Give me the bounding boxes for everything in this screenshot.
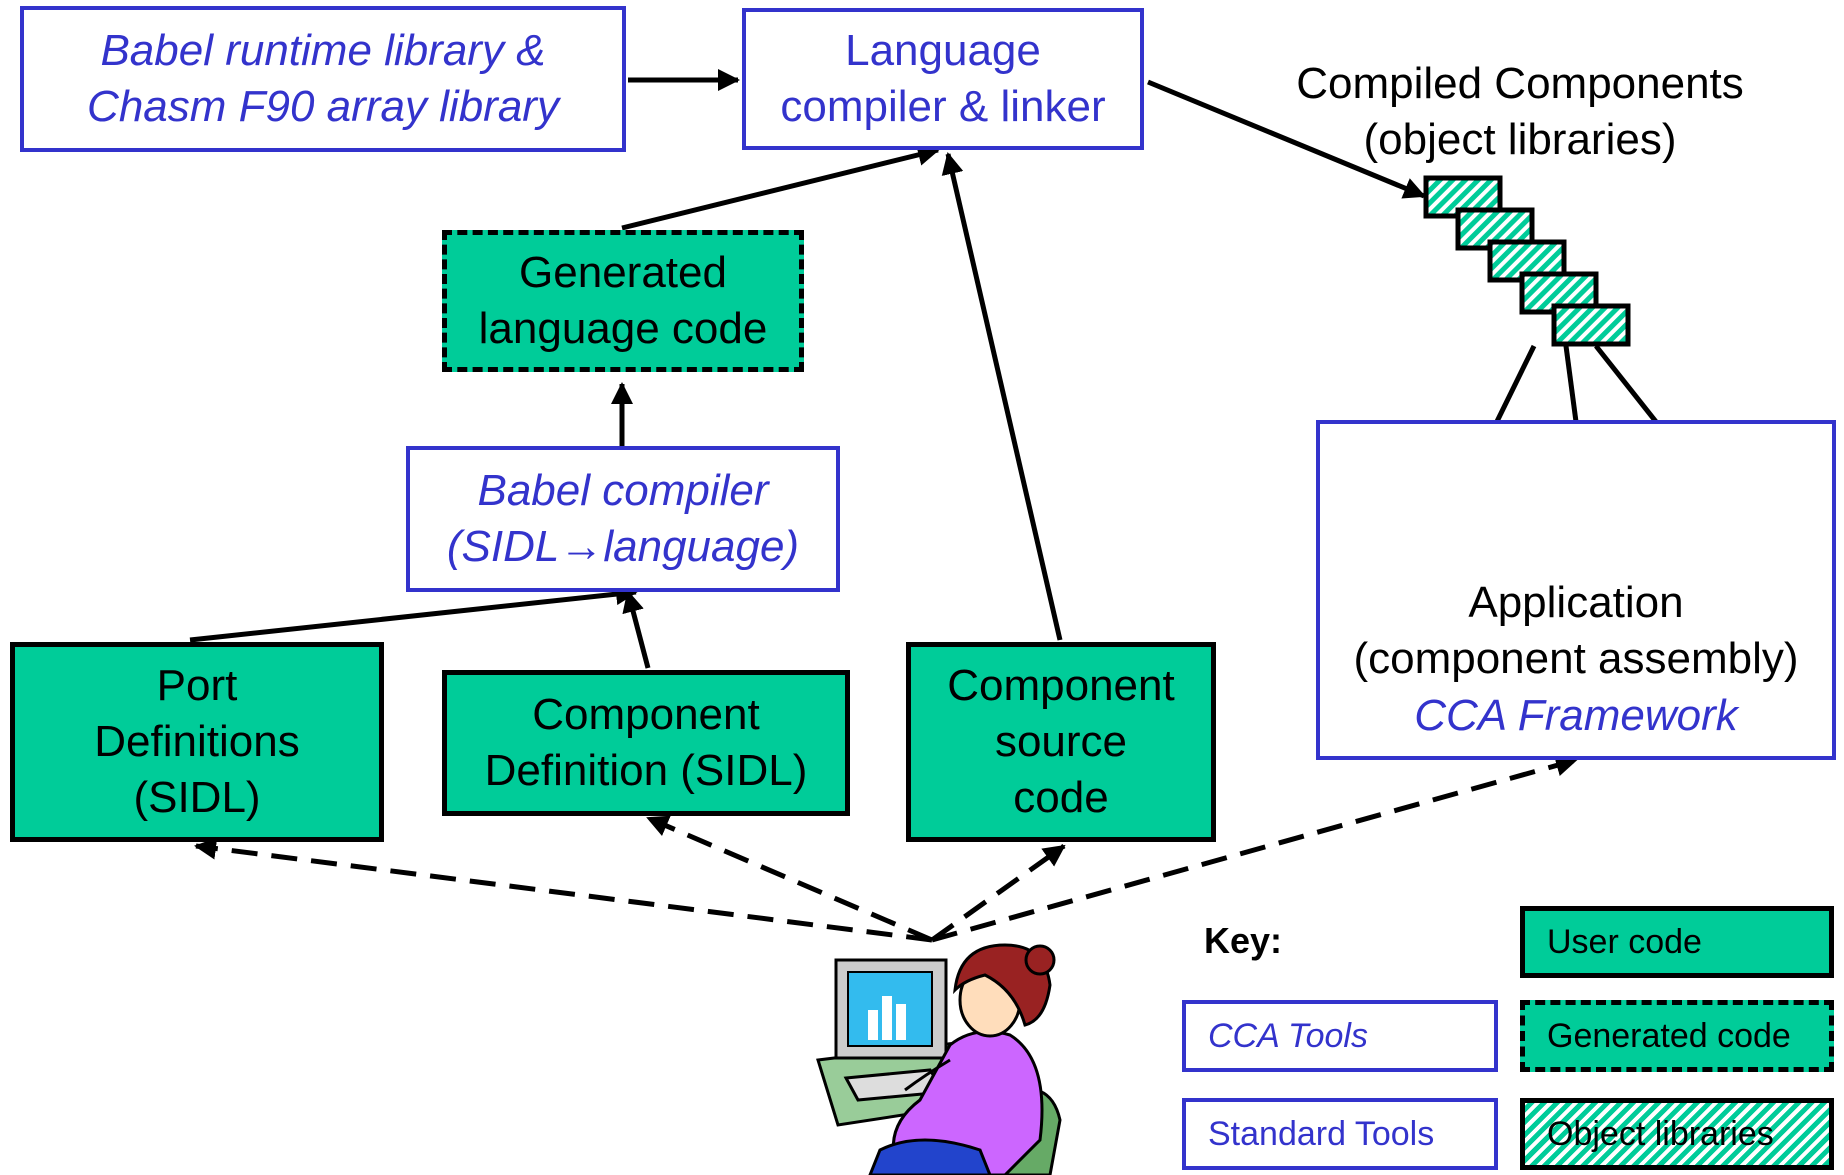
- key-generated-code: Generated code: [1520, 1000, 1834, 1072]
- component-source-line3: code: [1013, 773, 1109, 823]
- port-definitions-box: Port Definitions (SIDL): [10, 642, 384, 842]
- arrow-source-to-compiler: [941, 152, 1063, 641]
- babel-runtime-line1: Babel runtime library &: [100, 25, 546, 75]
- key-title: Key:: [1204, 920, 1283, 961]
- dashed-arrow-to-compdef: [646, 815, 933, 943]
- arrow-port-to-babel: [189, 583, 638, 643]
- key-cca-tools: CCA Tools: [1182, 1000, 1498, 1072]
- key-standard-tools: Standard Tools: [1182, 1098, 1498, 1170]
- component-source-code-box: Component source code: [906, 642, 1216, 842]
- language-compiler-line2: compiler & linker: [780, 82, 1106, 131]
- language-compiler-box: Language compiler & linker: [742, 8, 1144, 150]
- port-definitions-line2: Definitions: [94, 716, 300, 766]
- generated-code-line2: language code: [478, 304, 768, 353]
- compiled-components-line1: Compiled Components: [1296, 59, 1744, 108]
- application-line2: (component assembly): [1353, 634, 1799, 684]
- arrow-generated-to-compiler: [621, 144, 940, 231]
- dashed-arrow-to-application: [931, 754, 1578, 943]
- compiled-components-label: Compiled Components (object libraries): [1240, 56, 1800, 169]
- key-user-code-label: User code: [1547, 922, 1702, 961]
- application-line1: Application: [1468, 578, 1684, 628]
- key-user-code: User code: [1520, 906, 1834, 978]
- component-definition-line1: Component: [532, 689, 760, 739]
- cca-framework-box: Application (component assembly) CCA Fra…: [1316, 420, 1836, 760]
- object-library-stack: [1423, 175, 1631, 347]
- compiled-components-line2: (object libraries): [1363, 115, 1677, 165]
- key-standard-tools-label: Standard Tools: [1208, 1114, 1435, 1153]
- language-compiler-line1: Language: [845, 25, 1041, 75]
- port-definitions-line1: Port: [156, 660, 238, 710]
- babel-runtime-line2: Chasm F90 array library: [87, 82, 559, 131]
- babel-runtime-library-box: Babel runtime library & Chasm F90 array …: [20, 6, 626, 152]
- component-source-line1: Component: [947, 660, 1175, 710]
- component-definition-line2: Definition (SIDL): [484, 746, 808, 795]
- dashed-arrow-to-source: [930, 843, 1066, 943]
- babel-compiler-box: Babel compiler (SIDL→language): [406, 446, 840, 592]
- babel-compiler-line1: Babel compiler: [477, 465, 769, 515]
- key-object-libraries: Object libraries: [1520, 1098, 1834, 1170]
- application-line3: CCA Framework: [1414, 690, 1738, 740]
- component-source-line2: source: [994, 716, 1128, 766]
- component-definition-box: Component Definition (SIDL): [442, 670, 850, 816]
- person-at-computer-icon: [816, 943, 1062, 1175]
- port-definitions-line3: (SIDL): [133, 773, 261, 823]
- arrow-compiler-to-libraries: [1147, 79, 1426, 199]
- key-generated-code-label: Generated code: [1547, 1016, 1791, 1055]
- key-cca-tools-label: CCA Tools: [1208, 1016, 1368, 1055]
- generated-code-line1: Generated: [519, 247, 727, 297]
- arrow-compdef-to-babel: [622, 590, 651, 669]
- key-object-libraries-label: Object libraries: [1547, 1114, 1774, 1153]
- dashed-arrow-to-port: [194, 837, 933, 943]
- babel-compiler-line2: (SIDL→language): [446, 522, 800, 571]
- dashed-arrows: [194, 754, 1578, 943]
- generated-language-code-box: Generated language code: [442, 230, 804, 372]
